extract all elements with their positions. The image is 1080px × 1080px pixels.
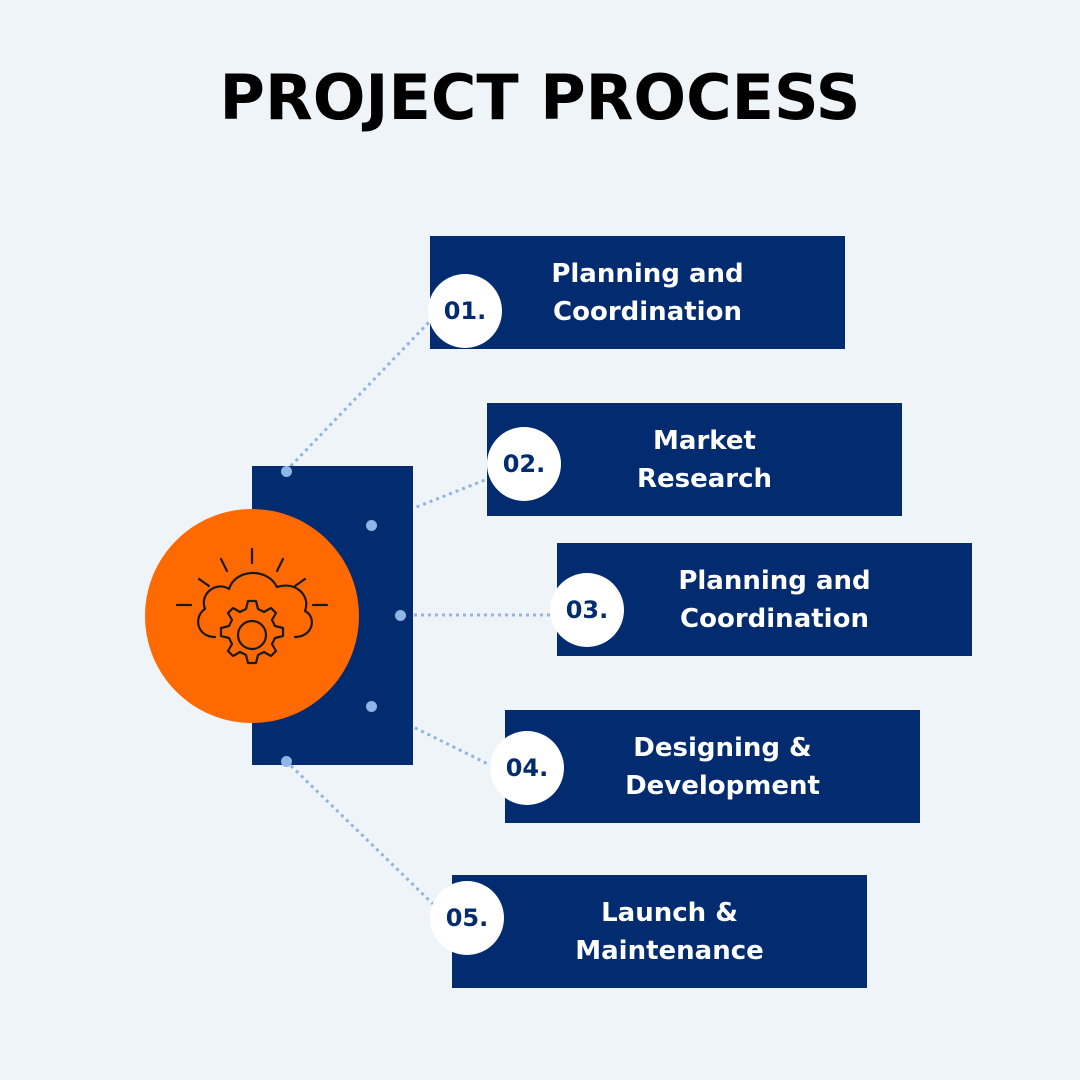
- step-number-1: 01.: [443, 297, 487, 325]
- step-box-5: Launch & Maintenance: [452, 875, 867, 988]
- connector-dot-1: [281, 466, 292, 477]
- step-badge-3: 03.: [550, 573, 624, 647]
- cloud-gear-icon: [175, 547, 329, 665]
- step-number-2: 02.: [502, 450, 546, 478]
- connector-dot-3: [395, 610, 406, 621]
- page-title: PROJECT PROCESS: [219, 61, 861, 134]
- step-number-4: 04.: [505, 754, 549, 782]
- step-number-5: 05.: [445, 904, 489, 932]
- step-label-4: Designing & Development: [625, 732, 820, 801]
- step-badge-4: 04.: [490, 731, 564, 805]
- step-badge-2: 02.: [487, 427, 561, 501]
- connector-dot-5: [281, 756, 292, 767]
- connector-dot-4: [366, 701, 377, 712]
- step-badge-1: 01.: [428, 274, 502, 348]
- step-label-3: Planning and Coordination: [678, 565, 871, 634]
- hub-circle: [145, 509, 359, 723]
- step-label-5: Launch & Maintenance: [575, 897, 764, 966]
- connector-line-1: [284, 316, 435, 473]
- connector-dot-2: [366, 520, 377, 531]
- step-label-1: Planning and Coordination: [551, 258, 744, 327]
- step-box-4: Designing & Development: [505, 710, 920, 823]
- step-label-2: Market Research: [636, 425, 773, 494]
- step-number-3: 03.: [565, 596, 609, 624]
- connector-line-5: [284, 759, 435, 906]
- step-box-1: Planning and Coordination: [430, 236, 845, 349]
- step-badge-5: 05.: [430, 881, 504, 955]
- step-box-3: Planning and Coordination: [557, 543, 972, 656]
